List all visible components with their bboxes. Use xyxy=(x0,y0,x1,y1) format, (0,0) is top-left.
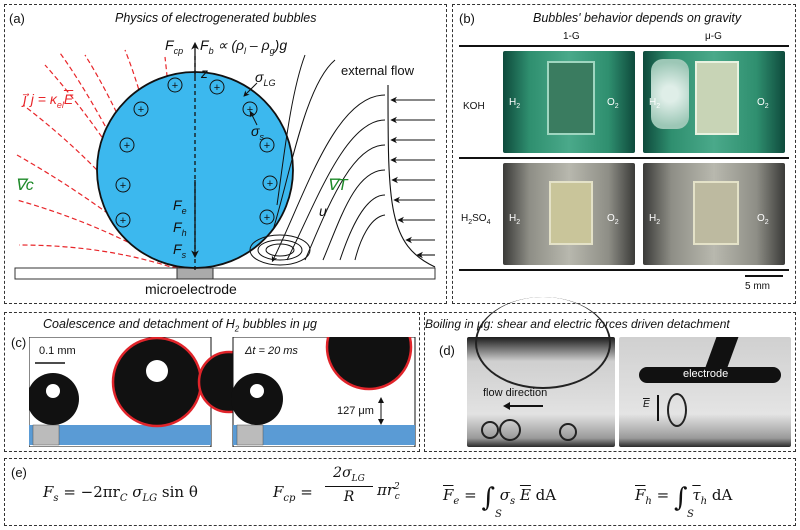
concentration-gradient-label: ∇c xyxy=(15,177,34,194)
substrate xyxy=(14,267,436,280)
table-rule-mid xyxy=(459,157,789,159)
buoyancy-label: Fb ∝ (ρl – ρg)g xyxy=(200,37,288,56)
charge: + xyxy=(214,82,220,94)
scale-label: 0.1 mm xyxy=(39,345,76,357)
panel-b-label: (b) xyxy=(459,11,475,26)
panel-c: (c) Coalescence and detachment of H2 bub… xyxy=(4,312,420,452)
electric-force-label: Fe xyxy=(173,197,187,216)
electrode-bar xyxy=(639,367,781,383)
flow-direction-label: flow direction xyxy=(483,387,548,399)
charge: + xyxy=(138,104,144,116)
photo-koh-1g: H2 O2 xyxy=(503,51,635,153)
surface-tension-force-label: Fs xyxy=(173,241,187,260)
charge: + xyxy=(264,140,270,152)
row-h2so4: H2SO4 xyxy=(461,213,491,226)
scale-bar-label: 5 mm xyxy=(745,281,770,292)
temperature-gradient-label: ∇T xyxy=(327,177,348,194)
equation-fh: Fh = ∫ τh dA xyxy=(635,483,733,513)
panel-a: (a) Physics of electrogenerated bubbles xyxy=(4,4,447,304)
photo-h2so4-ug: H2 O2 xyxy=(643,163,785,265)
flow-u-label: u xyxy=(319,203,327,219)
force-cp-label: Fcp xyxy=(165,37,184,56)
equation-fcp-fraction: 2σLG R xyxy=(325,465,373,505)
external-flow-profile xyxy=(387,84,436,268)
charge: + xyxy=(120,215,126,227)
table-rule-bottom xyxy=(459,269,789,271)
photo-koh-ug: H2 O2 xyxy=(643,51,785,153)
panel-d-label: (d) xyxy=(439,343,455,358)
hydrodynamic-force-label: Fh xyxy=(173,219,187,238)
panel-e: (e) Fs = −2πrC σLG sin θ Fcp = 2σLG R πr… xyxy=(4,458,796,526)
flow-streamlines xyxy=(249,54,386,266)
photo-h2so4-1g: H2 O2 xyxy=(503,163,635,265)
charge: + xyxy=(247,104,253,116)
equation-fcp-tail: πr2c xyxy=(377,481,400,502)
panel-c-label: (c) xyxy=(11,335,27,350)
equation-fs: Fs = −2πrC σLG sin θ xyxy=(43,483,198,504)
column-1g: 1-G xyxy=(563,31,580,42)
sigma-lg-label: σLG xyxy=(255,69,276,88)
charge: + xyxy=(120,180,126,192)
column-ug: μ-G xyxy=(705,31,722,42)
panel-a-diagram: + + + + + + + + + + xyxy=(14,41,436,280)
integral-domain-fh: S xyxy=(687,509,694,520)
boiling-photo-right: electrode E xyxy=(619,337,791,447)
delta-t-label: Δt = 20 ms xyxy=(245,345,298,357)
equation-fe: Fe = ∫ σs E dA xyxy=(443,483,557,513)
microelectrode-label: microelectrode xyxy=(145,281,237,297)
flow-arrow xyxy=(507,405,543,407)
boiling-photo-left: flow direction xyxy=(467,297,615,447)
panel-c-images xyxy=(29,337,416,447)
charge: + xyxy=(124,140,130,152)
charge: + xyxy=(267,178,273,190)
field-label: E xyxy=(643,399,650,410)
charge: + xyxy=(172,80,178,92)
sigma-s-label: σs xyxy=(251,123,264,142)
panel-a-label: (a) xyxy=(9,11,25,26)
panel-a-title: Physics of electrogenerated bubbles xyxy=(115,11,317,25)
equation-fcp-lhs: Fcp = xyxy=(273,483,313,504)
row-koh: KOH xyxy=(463,101,485,112)
panel-e-label: (e) xyxy=(11,465,27,480)
current-density-label: j⃗ j = κelE xyxy=(23,91,74,110)
table-rule-top xyxy=(459,45,789,47)
distance-label: 127 μm xyxy=(337,405,374,417)
panel-b: (b) Bubbles' behavior depends on gravity… xyxy=(452,4,796,304)
panel-d: Boiling in μg: shear and electric forces… xyxy=(424,297,796,452)
panel-b-title: Bubbles' behavior depends on gravity xyxy=(533,11,742,25)
z-axis-label: z xyxy=(201,65,208,81)
integral-domain-fe: S xyxy=(495,509,502,520)
charge: + xyxy=(264,212,270,224)
panel-c-title: Coalescence and detachment of H2 bubbles… xyxy=(43,317,317,334)
electrode-label: electrode xyxy=(683,368,729,380)
external-flow-label: external flow xyxy=(341,63,414,78)
scale-bar xyxy=(745,275,783,277)
